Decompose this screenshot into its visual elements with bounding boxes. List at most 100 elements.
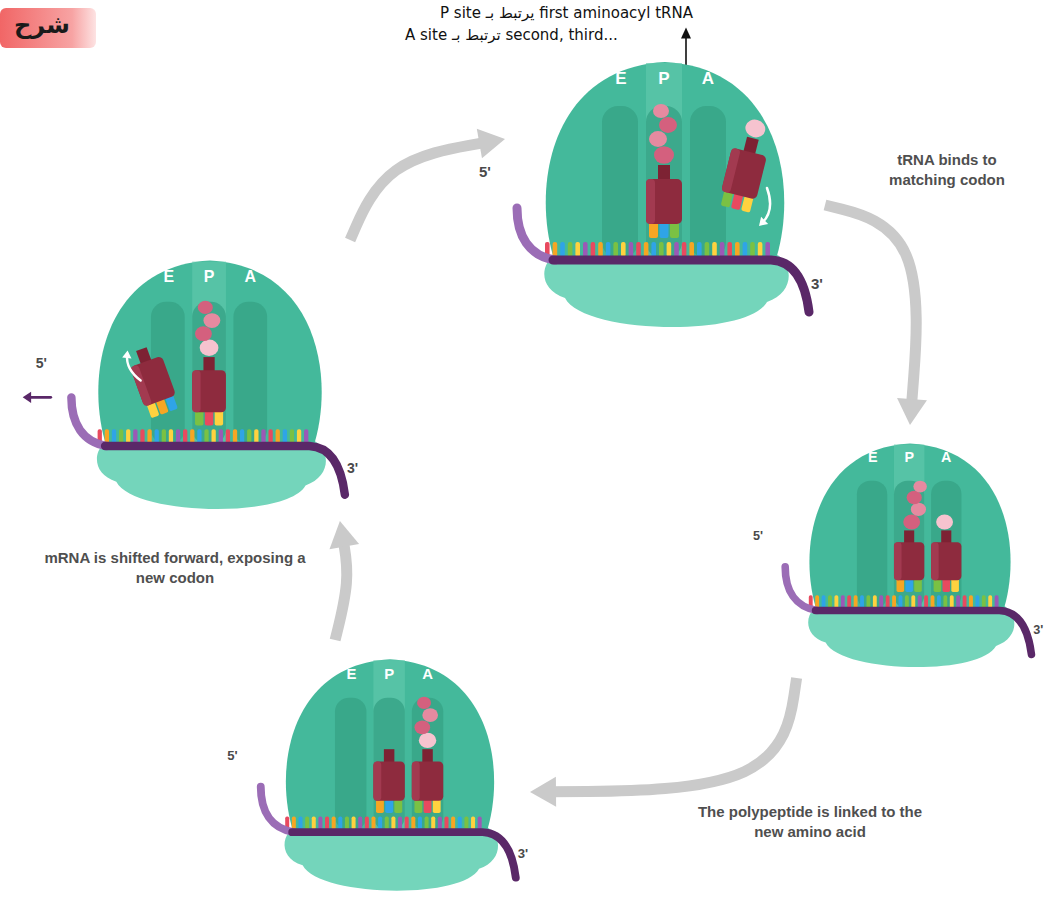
anticodon <box>433 799 441 813</box>
codon-base <box>854 595 858 608</box>
codon-base <box>621 242 626 257</box>
handwritten-note: P site يرتبط بـ first aminoacyl tRNA <box>440 4 693 24</box>
amino-acid <box>419 733 436 748</box>
cycle-arrowhead <box>477 129 505 159</box>
codon-base <box>995 595 999 608</box>
codon-base <box>911 595 915 608</box>
codon-base <box>583 242 588 257</box>
site-channel <box>373 698 404 831</box>
codon-base <box>290 429 294 443</box>
site-letter: E <box>163 268 174 286</box>
p-site-band <box>192 262 226 448</box>
p-site-band <box>373 660 404 834</box>
codon-base <box>697 242 702 257</box>
site-channel <box>894 481 924 609</box>
codon-base <box>815 595 819 608</box>
anticodon <box>205 410 213 425</box>
mrna-strand <box>292 832 516 877</box>
trna <box>412 697 443 813</box>
ribosome: EPA <box>505 40 825 340</box>
amino-acid <box>203 313 220 328</box>
codon-base <box>261 429 265 443</box>
amino-acid <box>198 301 213 314</box>
site-channel <box>602 106 638 258</box>
codon-base <box>758 242 763 257</box>
codon-base <box>591 242 596 257</box>
anticodon <box>897 578 905 591</box>
anticodon <box>394 799 402 813</box>
codon-base <box>720 242 725 257</box>
mrna-end-label: 5' <box>753 530 763 544</box>
trna <box>373 749 404 813</box>
codon-base <box>391 816 395 829</box>
anticodon <box>660 222 669 238</box>
cycle-arrow-line <box>825 205 916 406</box>
codon-base <box>240 429 244 443</box>
mrna-5-end <box>71 397 107 446</box>
codon-base <box>378 816 382 829</box>
codon-base <box>674 242 679 257</box>
amino-acid <box>649 131 667 147</box>
amino-acid <box>417 697 431 709</box>
cycle-arrow <box>530 678 797 807</box>
site-letter: A <box>702 70 714 89</box>
anticodon <box>942 578 950 591</box>
codon-base <box>750 242 755 257</box>
trna <box>931 515 961 592</box>
codon-base <box>924 595 928 608</box>
amino-acid <box>913 481 926 493</box>
step-caption: tRNA binds to matching codon <box>862 150 1032 189</box>
codon-base <box>147 429 151 443</box>
amino-acid <box>414 720 430 734</box>
mrna-strand <box>553 260 809 312</box>
codon-base <box>451 816 455 829</box>
amino-acid <box>936 515 953 530</box>
codon-base <box>176 429 180 443</box>
trna-body <box>373 761 404 800</box>
mrna-5-end <box>785 567 817 611</box>
codon-base <box>304 429 308 443</box>
codon-base <box>268 429 272 443</box>
codon-base <box>553 242 558 257</box>
shift-arrow <box>28 396 51 399</box>
codon-base <box>689 242 694 257</box>
site-channel <box>857 481 887 609</box>
codon-base <box>606 242 611 257</box>
codon-base <box>358 816 362 829</box>
trna-shade <box>192 370 200 412</box>
amino-acid <box>654 146 674 164</box>
ribosome: EPA <box>775 425 1045 678</box>
site-letter: P <box>658 70 669 89</box>
cycle-arrow-line <box>350 142 486 240</box>
cycle-arrow-line <box>549 678 796 792</box>
trna <box>894 481 927 592</box>
mrna-strand <box>105 446 345 495</box>
trna-body <box>931 542 961 580</box>
shift-arrow-head <box>23 392 31 403</box>
site-channel <box>690 106 726 258</box>
site-channel <box>335 698 366 831</box>
codon-base <box>292 816 296 829</box>
codon-base <box>325 816 329 829</box>
codon-base <box>247 429 251 443</box>
codon-base <box>444 816 448 829</box>
site-letter: E <box>615 70 626 89</box>
codon-base <box>211 429 215 443</box>
trna-shade <box>412 761 420 800</box>
codon-base <box>905 595 909 608</box>
codon-base <box>860 595 864 608</box>
site-channel <box>412 698 443 831</box>
site-channel <box>233 302 267 444</box>
codon-base <box>988 595 992 608</box>
amino-acid <box>659 117 677 133</box>
anticodon <box>376 799 384 813</box>
handwritten-note: A site ترتبط بـ second, third... <box>405 26 618 46</box>
cycle-arrowhead <box>897 398 927 425</box>
trna-body <box>894 542 924 580</box>
cycle-arrow <box>330 521 360 640</box>
codon-base <box>418 816 422 829</box>
codon-base <box>190 429 194 443</box>
ribosome-parts <box>785 444 1031 668</box>
codon-base <box>765 242 770 257</box>
codon-base <box>950 595 954 608</box>
